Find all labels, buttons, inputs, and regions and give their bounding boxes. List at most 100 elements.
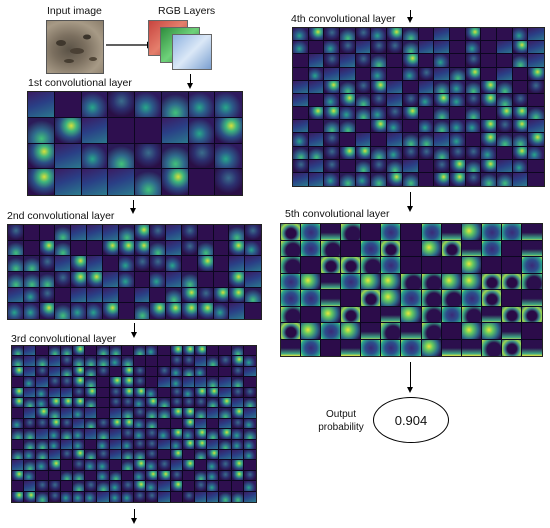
feature-map-tile [23,459,38,472]
feature-map-tile [307,28,326,43]
feature-map-tile [495,53,514,69]
feature-map-tile [38,255,57,273]
feature-map-tile [448,132,467,148]
feature-map-tile [307,145,326,161]
feature-map-tile [420,305,443,324]
feature-map-tile [169,355,184,368]
output-label-line2: probability [318,422,364,433]
feature-map-tile [169,490,184,502]
feature-map-tile [96,459,111,472]
feature-map-tile [157,407,172,420]
feature-map-tile [401,105,420,122]
feature-map-tile [500,239,523,258]
feature-map-tile [433,53,451,69]
feature-map-tile [8,302,25,319]
feature-map-tile [107,142,136,171]
feature-map-tile [433,92,451,109]
feature-map-tile [230,428,245,441]
feature-map-tile [193,355,209,368]
feature-map-tile [527,145,544,161]
arrow-conv3-to-conv4-head [131,518,137,524]
feature-map-tile [370,145,389,161]
feature-map-tile [370,92,389,109]
feature-map-tile [242,428,256,441]
feature-map-tile [206,459,221,472]
feature-map-tile [386,119,404,135]
feature-map-tile [132,346,148,358]
feature-map-tile [108,448,123,462]
feature-map-tile [228,286,247,305]
feature-map-tile [108,417,123,431]
feature-map-tile [160,92,190,119]
feature-map-tile [180,271,199,289]
feature-map-tile [401,53,420,69]
feature-map-tile [193,417,209,431]
feature-map-tile [300,289,323,308]
feature-map-tile [47,386,62,400]
feature-map-tile [300,338,323,356]
feature-map-tile [54,286,73,305]
arrow-rgb-to-conv1 [190,74,192,83]
feature-map-tile [386,145,404,161]
feature-map-tile [218,459,233,472]
feature-map-tile [117,302,136,319]
feature-map-tile [35,365,50,379]
feature-map-tile [149,286,168,305]
feature-map-tile [433,132,451,148]
feature-map-tile [59,428,74,441]
feature-map-tile [59,365,74,379]
feature-map-tile [417,171,436,186]
feature-map-tile [12,448,26,462]
feature-map-tile [47,407,62,420]
feature-map-tile [108,469,123,483]
feature-map-tile [464,171,483,186]
input-image [46,20,104,74]
feature-map-tile [244,239,261,258]
feature-map-tile [370,79,389,95]
rgb-layers-stack [148,20,220,72]
feature-map-tile [307,79,326,95]
feature-map-tile [527,66,544,82]
feature-map-tile [281,239,303,258]
feature-map-tile [120,355,135,368]
feature-map-tile [214,92,242,119]
feature-map-tile [307,132,326,148]
feature-map-tile [193,346,209,358]
feature-map-tile [70,271,89,289]
feature-map-tile [281,338,303,356]
feature-map-tile [386,28,404,43]
feature-map-tile [212,286,231,305]
feature-map-tile [401,132,420,148]
feature-map-tile [120,438,135,452]
feature-map-tile [480,224,503,242]
feature-map-tile [169,469,184,483]
feature-map-tile [71,480,87,493]
feature-map-tile [242,480,256,493]
feature-map-tile [242,417,256,431]
feature-map-tile [433,66,451,82]
feature-map-tile [35,428,50,441]
feature-map-tile [354,119,373,135]
feature-map-tile [420,224,443,242]
feature-map-tile [244,225,261,242]
feature-map-tile [23,355,38,368]
feature-map-tile [380,289,403,308]
feature-map-tile [134,168,163,195]
feature-map-tile [320,272,343,291]
feature-map-tile [181,438,196,452]
feature-map-tile [212,225,231,242]
feature-map-tile [47,355,62,368]
feature-map-tile [169,346,184,358]
feature-map-tile [281,272,303,291]
feature-map-tile [339,28,357,43]
feature-map-tile [132,428,148,441]
conv1-feature-maps [27,91,243,196]
feature-map-tile [293,119,310,135]
feature-map-tile [417,119,436,135]
feature-map-tile [23,448,38,462]
feature-map-tile [206,490,221,502]
feature-map-tile [120,396,135,410]
feature-map-tile [53,92,83,119]
feature-map-tile [218,376,233,389]
feature-map-tile [22,239,41,258]
